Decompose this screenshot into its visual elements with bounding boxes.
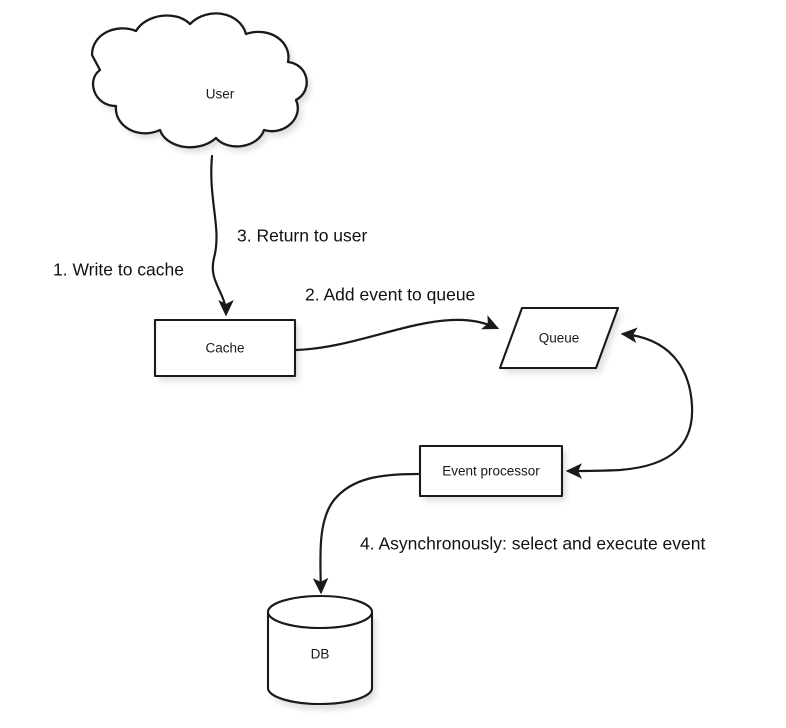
node-event-processor[interactable]: Event processor <box>418 444 564 498</box>
edge-cache-to-queue <box>294 315 500 352</box>
node-db-label: DB <box>311 647 330 662</box>
node-queue[interactable]: Queue <box>498 306 620 370</box>
edge-event-processor-to-db <box>312 472 420 595</box>
node-queue-label: Queue <box>539 331 580 346</box>
node-event-processor-label: Event processor <box>442 464 540 479</box>
node-user-label: User <box>206 87 235 102</box>
node-db[interactable]: DB <box>266 594 374 706</box>
queue-parallelogram <box>498 306 620 370</box>
cache-rect <box>153 318 297 378</box>
db-cylinder-body <box>266 610 374 706</box>
edge-user-to-cache <box>210 154 234 317</box>
cloud-shape <box>90 12 308 149</box>
edge-label-step-1: 1. Write to cache <box>53 260 184 280</box>
event-processor-rect <box>418 444 564 498</box>
node-user[interactable]: User <box>90 12 308 149</box>
node-cache-label: Cache <box>205 341 244 356</box>
db-cylinder-top <box>266 594 374 630</box>
edge-label-step-4: 4. Asynchronously: select and execute ev… <box>360 534 705 554</box>
node-cache[interactable]: Cache <box>153 318 297 378</box>
edge-queue-event-processor-loop <box>565 327 694 479</box>
edge-label-step-3: 3. Return to user <box>237 226 368 246</box>
edge-label-step-2: 2. Add event to queue <box>305 285 475 305</box>
